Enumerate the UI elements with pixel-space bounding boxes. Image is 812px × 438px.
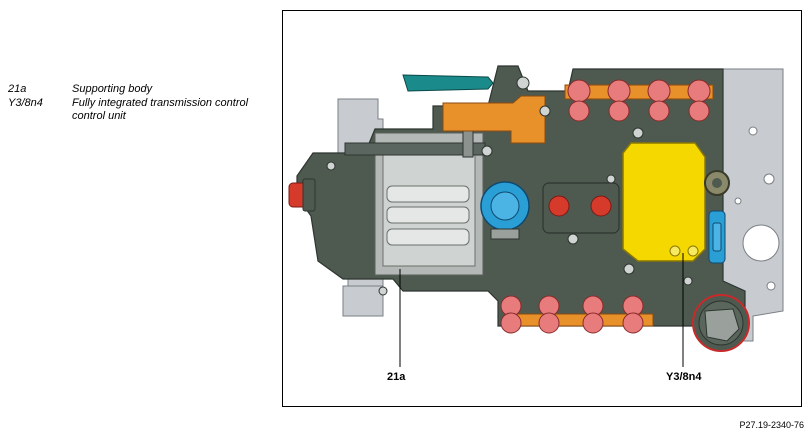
top-solenoids (567, 79, 711, 122)
bolt (378, 286, 388, 296)
valve-spool (386, 206, 470, 224)
legend-desc: Supporting body (72, 83, 153, 95)
blue-part-base (490, 228, 520, 240)
transmission-illustration (288, 65, 784, 367)
valve-spool (386, 185, 470, 203)
legend: 21a Supporting body Y3/8n4 Fully integra… (8, 83, 252, 124)
solenoid (622, 312, 644, 334)
blue-round-inner (490, 191, 520, 221)
blue-sensor-slot (712, 222, 722, 252)
solenoid (538, 312, 560, 334)
control-unit-hole (669, 245, 681, 257)
solenoid (500, 312, 522, 334)
plate-hole (742, 224, 780, 262)
legend-code: Y3/8n4 (8, 97, 43, 109)
red-valve (548, 195, 570, 217)
bolts (326, 76, 693, 296)
red-plug-cap (302, 178, 316, 212)
solenoid (582, 312, 604, 334)
center-pad (542, 182, 620, 234)
solenoid (567, 79, 591, 103)
bolt (481, 145, 493, 157)
solenoid-strip (564, 84, 714, 100)
bolt (683, 276, 693, 286)
plate-hole (766, 281, 776, 291)
callout-y3-8n4: Y3/8n4 (666, 371, 702, 383)
red-valve (590, 195, 612, 217)
gear-hub (712, 178, 722, 188)
legend-row: Y3/8n4 Fully integrated transmission con… (8, 97, 252, 123)
solenoid (647, 79, 671, 103)
bolt (326, 161, 336, 171)
bolt (567, 233, 579, 245)
solenoid (608, 100, 630, 122)
figure-reference: P27.19-2340-76 (739, 420, 804, 430)
solenoid (648, 100, 670, 122)
valve-clip (462, 128, 474, 158)
solenoid (568, 100, 590, 122)
valve-spool (386, 228, 470, 246)
plate-hole (734, 197, 742, 205)
teal-lever (402, 74, 494, 92)
legend-code: 21a (8, 83, 27, 95)
solenoid (687, 79, 711, 103)
solenoid (607, 79, 631, 103)
bolt (539, 105, 551, 117)
control-unit-hole (687, 245, 699, 257)
plate-hole (748, 126, 758, 136)
orange-bracket (442, 95, 546, 144)
bolt (516, 76, 530, 90)
connector-plug (704, 308, 740, 342)
figure-frame: 21a Y3/8n4 (282, 10, 802, 407)
bolt (623, 263, 635, 275)
control-unit (622, 142, 706, 262)
bottom-solenoids (500, 295, 644, 334)
solenoid (688, 100, 710, 122)
bolt (606, 174, 616, 184)
bottom-plate (342, 285, 384, 317)
legend-row: 21a Supporting body (8, 83, 252, 96)
legend-desc: Fully integrated transmission control co… (72, 97, 249, 122)
callout-21a: 21a (387, 371, 406, 383)
bolt (632, 127, 644, 139)
plate-hole (763, 173, 775, 185)
